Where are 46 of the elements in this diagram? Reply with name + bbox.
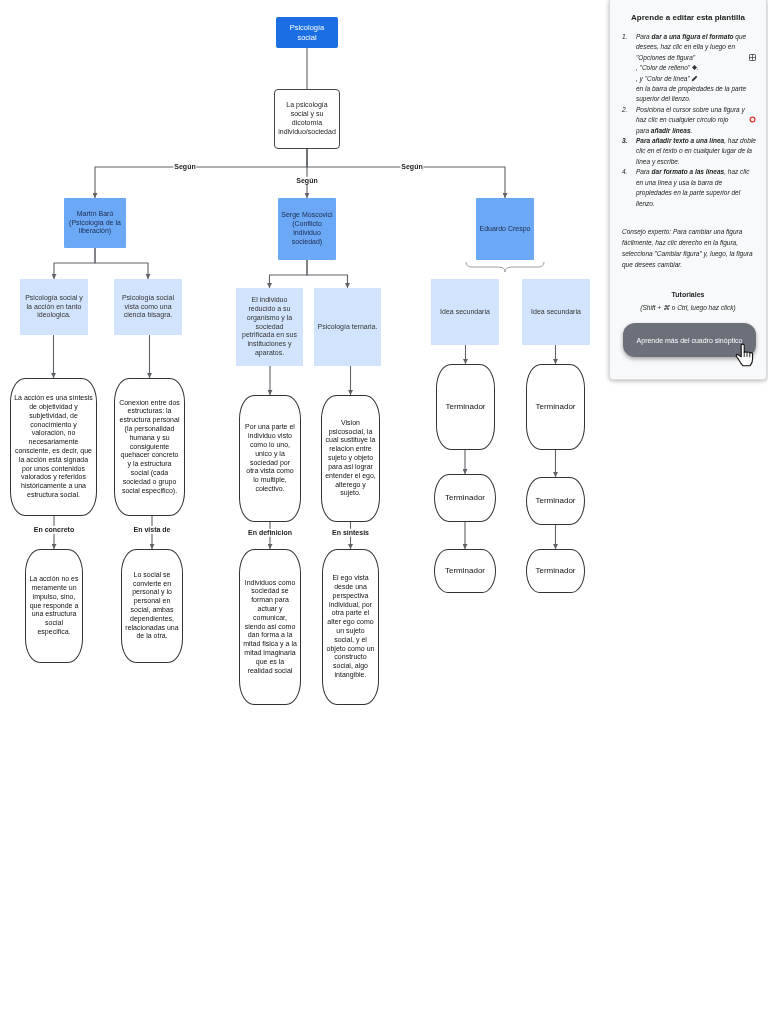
idea-box	[522, 279, 590, 345]
idea-box	[431, 279, 499, 345]
author-box	[476, 198, 534, 260]
arrow	[51, 334, 56, 379]
terminator-text: Terminador	[445, 401, 486, 413]
arrow	[463, 344, 468, 365]
idea-box	[236, 288, 303, 366]
terminator-shape	[526, 364, 585, 450]
arrow	[94, 247, 151, 280]
arrow	[147, 334, 152, 379]
terminator-shape	[121, 549, 183, 663]
author-box	[64, 198, 126, 248]
idea-box	[114, 279, 182, 335]
arrow	[553, 449, 558, 478]
topic-box	[276, 17, 338, 48]
terminator-shape	[322, 549, 379, 705]
terminator-shape	[321, 395, 380, 522]
terminator-shape	[114, 378, 185, 516]
arrow	[553, 344, 558, 365]
arrow	[306, 259, 350, 289]
terminator-shape	[25, 549, 83, 663]
terminator-text: Terminador	[535, 401, 576, 413]
terminator-shape	[434, 474, 496, 522]
terminator-text: Terminador	[445, 492, 485, 504]
arrow	[267, 365, 273, 396]
terminator-shape	[436, 364, 495, 450]
arrow	[462, 449, 468, 475]
terminator-shape	[10, 378, 97, 516]
author-box	[278, 198, 336, 260]
arrow	[348, 365, 353, 396]
panel-heading: Aprende a editar esta plantilla	[630, 13, 746, 22]
connector-line	[306, 47, 308, 90]
idea-box	[20, 279, 88, 335]
arrow	[553, 524, 558, 550]
terminator-text: Terminador	[535, 495, 576, 507]
terminator-shape	[526, 477, 585, 525]
terminator-text: Terminador	[535, 565, 576, 577]
terminator-shape	[526, 549, 585, 593]
idea-box	[314, 288, 381, 366]
terminator-shape	[434, 549, 496, 593]
terminator-shape	[239, 395, 301, 522]
arrow	[462, 521, 468, 550]
terminator-text: Terminador	[445, 565, 485, 577]
terminator-shape	[239, 549, 301, 705]
arrow	[306, 148, 508, 199]
subtopic-box	[274, 89, 340, 149]
